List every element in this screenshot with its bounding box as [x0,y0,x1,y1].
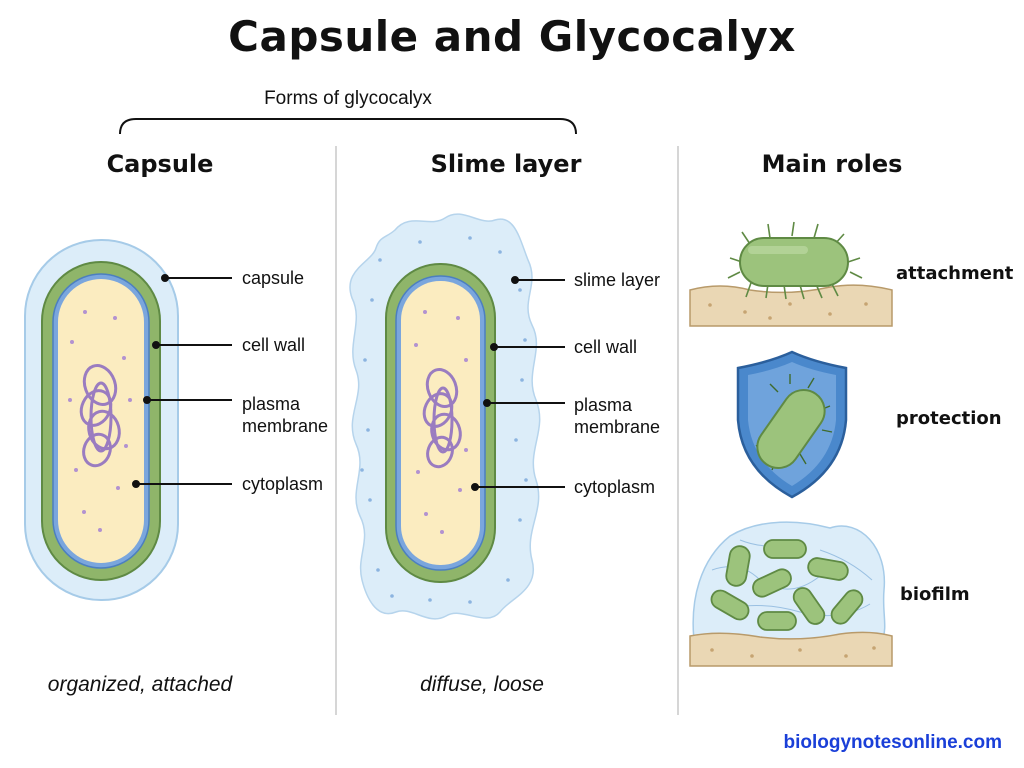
capsule-label-plasma: plasma [242,394,301,414]
capsule-cell [24,239,232,601]
role-attachment-label: attachment [896,263,1014,284]
capsule-label-cytoplasm: cytoplasm [242,474,324,494]
capsule-nucleoid [79,364,121,468]
capsule-label-membrane: membrane [242,416,329,436]
slime-caption: diffuse, loose [420,673,544,696]
protection-bacterium [756,388,826,470]
slime-label-plasma: plasma [574,395,633,415]
attachment-bacterium [739,237,849,287]
footer-website-link[interactable]: biologynotesonline.com [783,732,1002,753]
slime-cell [349,213,565,620]
slime-label-cytoplasm: cytoplasm [574,477,656,497]
attachment-illustration [689,221,893,327]
slime-cytoplasm [401,281,480,565]
main-roles-heading: Main roles [761,150,903,178]
slime-label-membrane: membrane [574,417,661,437]
capsule-cytoplasm [58,279,144,563]
biofilm-soil [689,631,893,667]
role-protection-label: protection [896,408,1002,429]
slime-label-slime-layer: slime layer [574,270,661,290]
capsule-label-cell-wall: cell wall [242,335,306,355]
biofilm-illustration [689,521,893,667]
role-biofilm-label: biofilm [900,584,970,605]
capsule-caption: organized, attached [47,673,233,696]
slime-nucleoid [422,368,462,469]
slime-label-cell-wall: cell wall [574,337,638,357]
protection-illustration [736,350,848,499]
capsule-label-capsule: capsule [242,268,305,288]
attachment-soil [689,284,893,327]
page-title: Capsule and Glycocalyx [228,12,796,61]
capsule-heading: Capsule [106,150,214,178]
forms-brace [119,118,577,135]
brace-label: Forms of glycocalyx [264,88,432,109]
slime-layer-heading: Slime layer [430,150,582,178]
